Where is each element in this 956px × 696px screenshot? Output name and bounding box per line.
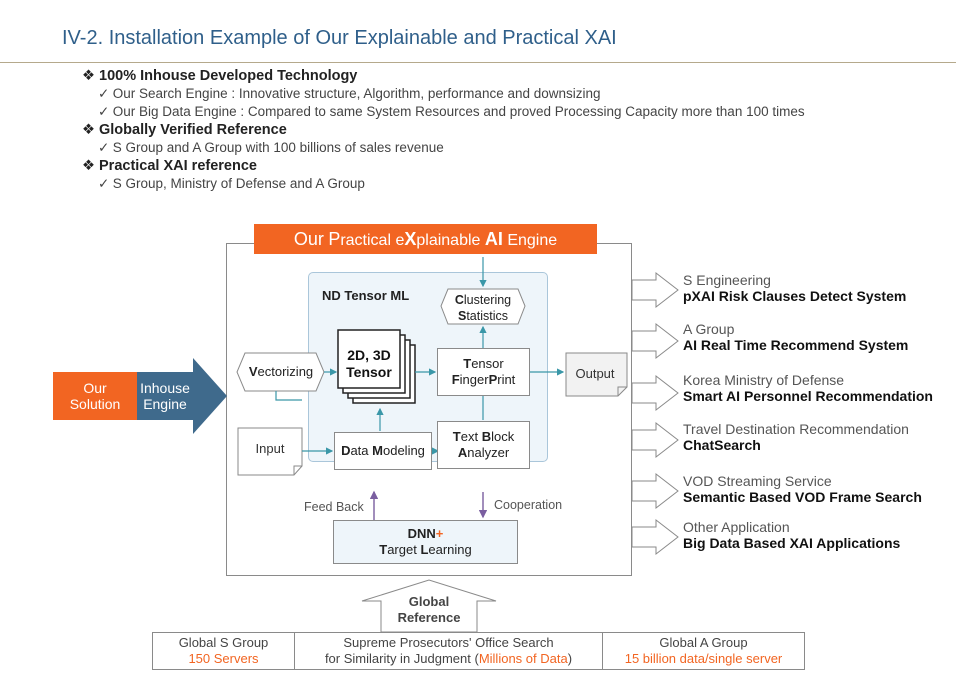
checkmark-icon: ✓ [98,176,110,191]
title-divider [0,62,956,63]
diamond-bullet-icon: ❖ [82,158,95,174]
data-modeling-node: Data Modeling [334,432,432,470]
clustering-statistics-node: Clustering Statistics [454,293,512,323]
bullet-item: ✓ Our Search Engine : Innovative structu… [98,86,601,101]
output-node: Output [575,366,615,381]
global-reference-arrow [361,579,497,633]
bullet-item: ✓ S Group and A Group with 100 billions … [98,140,444,155]
vectorizing-shape [236,352,325,392]
reference-cell: Supreme Prosecutors' Office Search for S… [294,632,603,670]
tensor-fingerprint-node: Tensor FingerPrint [437,348,530,396]
reference-cell: Global A Group 15 billion data/single se… [602,632,805,670]
page-title: IV-2. Installation Example of Our Explai… [62,27,617,49]
cooperation-label: Cooperation [494,498,563,512]
engine-title-bar: Our Practical eXplainable AI Engine [254,224,597,254]
checkmark-icon: ✓ [98,140,110,155]
input-document-shape [237,427,303,476]
bullet-item: ✓ Our Big Data Engine : Compared to same… [98,104,805,119]
bullet-heading: ❖100% Inhouse Developed Technology [82,68,358,84]
output-document-shape [565,352,628,397]
nd-tensor-ml-label: ND Tensor ML [322,288,410,303]
diamond-bullet-icon: ❖ [82,122,95,138]
input-node: Input [255,441,285,456]
solution-arrow-head [193,358,227,434]
bullet-heading: ❖Globally Verified Reference [82,122,287,138]
tensor-2d3d-node: 2D, 3D Tensor [346,347,392,380]
feedback-label: Feed Back [304,500,364,514]
checkmark-icon: ✓ [98,104,110,119]
vectorizing-node: Vectorizing [248,364,314,379]
reference-cell: Global S Group 150 Servers [152,632,295,670]
bullet-heading: ❖Practical XAI reference [82,158,257,174]
checkmark-icon: ✓ [98,86,110,101]
diamond-bullet-icon: ❖ [82,68,95,84]
tensor-stack-shape [337,329,401,389]
text-block-analyzer-node: Text Block Analyzer [437,421,530,469]
clustering-shape [440,288,526,325]
dnn-target-learning-node: DNN+ Target Learning [333,520,518,564]
bullet-item: ✓ S Group, Ministry of Defense and A Gro… [98,176,365,191]
bullet-list: ❖100% Inhouse Developed Technology ✓ Our… [82,67,805,193]
